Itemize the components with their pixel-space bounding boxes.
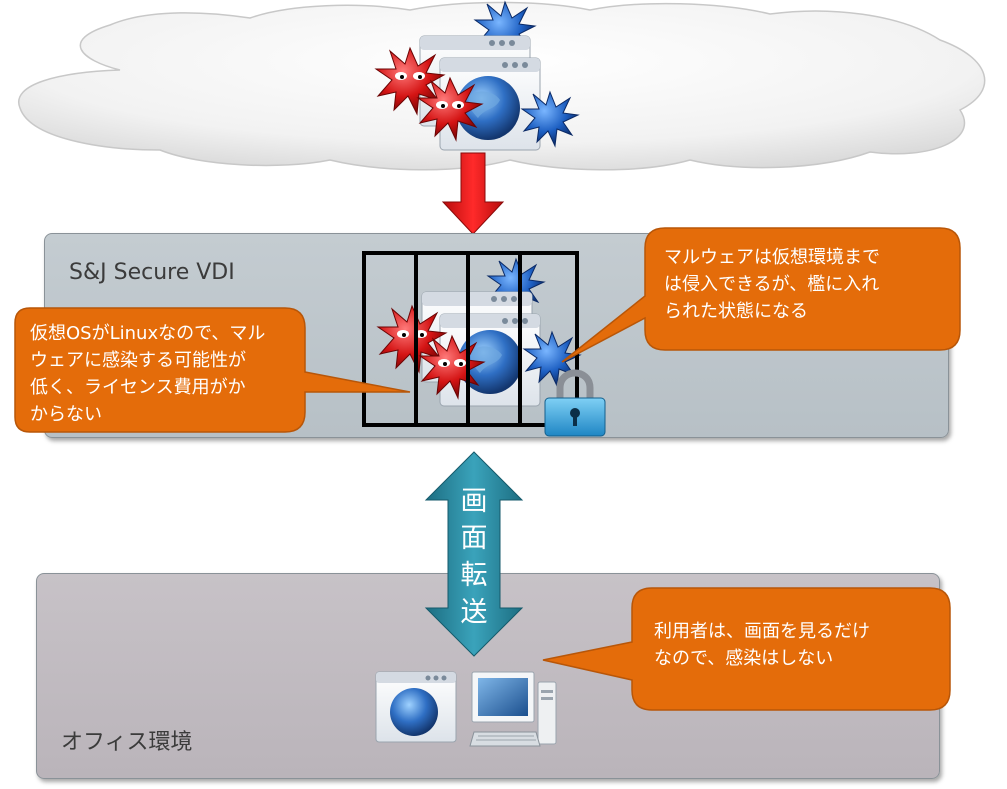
browser-window-icon: [375, 671, 457, 743]
callout-left-line: からない: [30, 404, 102, 425]
malware-icon: [520, 90, 580, 148]
padlock-icon: [544, 369, 606, 437]
callout-right: マルウェアは仮想環境まで は侵入できるが、檻に入れ られた状態になる: [664, 244, 880, 325]
screen-transfer-char: 転: [460, 560, 488, 591]
malware-icon: [522, 330, 582, 388]
callout-bottom-shape: [542, 587, 951, 711]
callout-right-line: られた状態になる: [664, 301, 808, 322]
callout-left-line: 仮想OSがLinuxなので、マル: [30, 323, 266, 344]
screen-transfer-label: 画 面 転 送: [454, 483, 494, 631]
callout-left-shape: [14, 307, 411, 433]
cloud-malware-group: [374, 0, 580, 151]
caged-malware-group: [376, 257, 582, 407]
browser-window-icon: [439, 57, 541, 151]
malware-icon: [374, 46, 446, 116]
vdi-panel-title: S&J Secure VDI: [69, 260, 235, 285]
down-arrow-icon: [441, 152, 505, 235]
callout-right-shape: [561, 227, 961, 363]
cage-icon: [362, 251, 579, 427]
screen-transfer-char: 送: [460, 597, 488, 628]
callout-left: 仮想OSがLinuxなので、マル ウェアに感染する可能性が 低く、ライセンス費用…: [30, 320, 265, 428]
malware-icon: [416, 76, 484, 142]
callout-left-line: ウェアに感染する可能性が: [30, 350, 246, 371]
callout-right-line: マルウェアは仮想環境まで: [664, 247, 880, 268]
screen-transfer-char: 面: [460, 523, 488, 554]
double-arrow-icon: [424, 451, 524, 657]
callout-bottom-line: 利用者は、画面を見るだけ: [654, 621, 870, 642]
screen-transfer-char: 画: [460, 486, 488, 517]
callout-right-line: は侵入できるが、檻に入れ: [664, 274, 880, 295]
callout-left-line: 低く、ライセンス費用がか: [30, 377, 246, 398]
office-panel-title: オフィス環境: [61, 730, 193, 755]
callout-bottom-line: なので、感染はしない: [654, 648, 834, 669]
callout-bottom: 利用者は、画面を見るだけ なので、感染はしない: [654, 618, 870, 672]
desktop-computer-icon: [469, 671, 557, 747]
